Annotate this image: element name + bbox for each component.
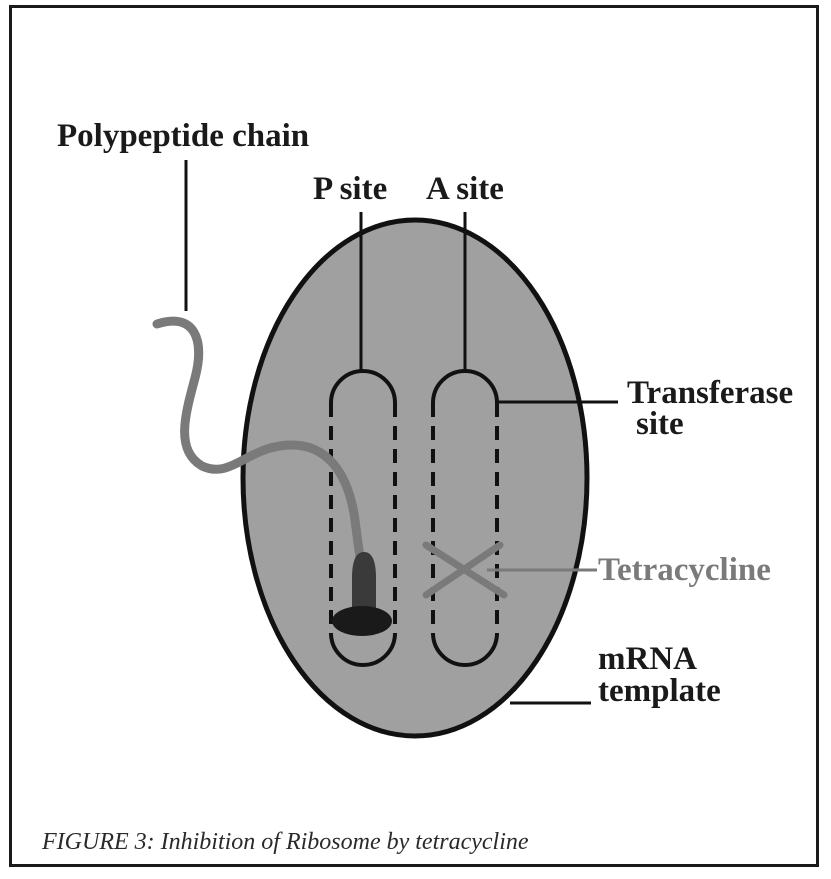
figure-caption: FIGURE 3: Inhibition of Ribosome by tetr… bbox=[41, 829, 529, 855]
mrna-template-label-line1: mRNA bbox=[598, 641, 697, 677]
ribosome-body bbox=[243, 220, 587, 736]
trna-base bbox=[332, 606, 392, 636]
mrna-template-label-line2: template bbox=[598, 673, 721, 709]
p-site-label: P site bbox=[313, 171, 387, 207]
tetracycline-label: Tetracycline bbox=[598, 552, 771, 588]
a-site-label: A site bbox=[426, 171, 504, 207]
transferase-site-label-line2: site bbox=[636, 406, 684, 442]
polypeptide-chain-label: Polypeptide chain bbox=[57, 118, 309, 154]
